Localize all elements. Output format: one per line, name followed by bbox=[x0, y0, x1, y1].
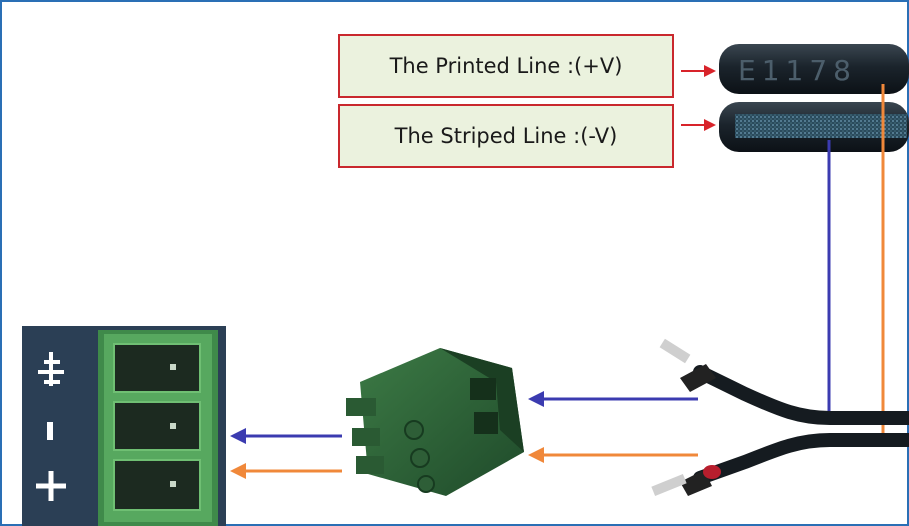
printed-line-text: The Printed Line :(+V) bbox=[389, 54, 623, 78]
device-panel bbox=[22, 326, 226, 526]
cable-printed-line: E1178 bbox=[719, 44, 909, 94]
red-arrow-printed bbox=[681, 65, 716, 77]
ground-icon bbox=[38, 352, 64, 386]
orange-arrow-to-socket bbox=[230, 463, 342, 479]
terminal-plug bbox=[346, 348, 524, 496]
cable-striped-line bbox=[719, 102, 909, 152]
socket-pin-minus bbox=[113, 401, 201, 451]
split-cable bbox=[651, 338, 909, 497]
socket-pin-plus bbox=[113, 459, 201, 511]
orange-arrow-to-plug bbox=[528, 447, 698, 463]
striped-line-text: The Striped Line :(-V) bbox=[394, 124, 618, 148]
minus-icon bbox=[47, 422, 53, 440]
red-arrow-striped bbox=[681, 119, 716, 131]
socket-pin-ground bbox=[113, 343, 201, 393]
blue-arrow-to-plug bbox=[528, 391, 698, 407]
striped-line-label: The Striped Line :(-V) bbox=[338, 104, 674, 168]
printed-line-label: The Printed Line :(+V) bbox=[338, 34, 674, 98]
cable-print-marking: E1178 bbox=[738, 54, 857, 87]
blue-arrow-to-socket bbox=[230, 428, 342, 444]
plus-icon bbox=[36, 471, 66, 501]
